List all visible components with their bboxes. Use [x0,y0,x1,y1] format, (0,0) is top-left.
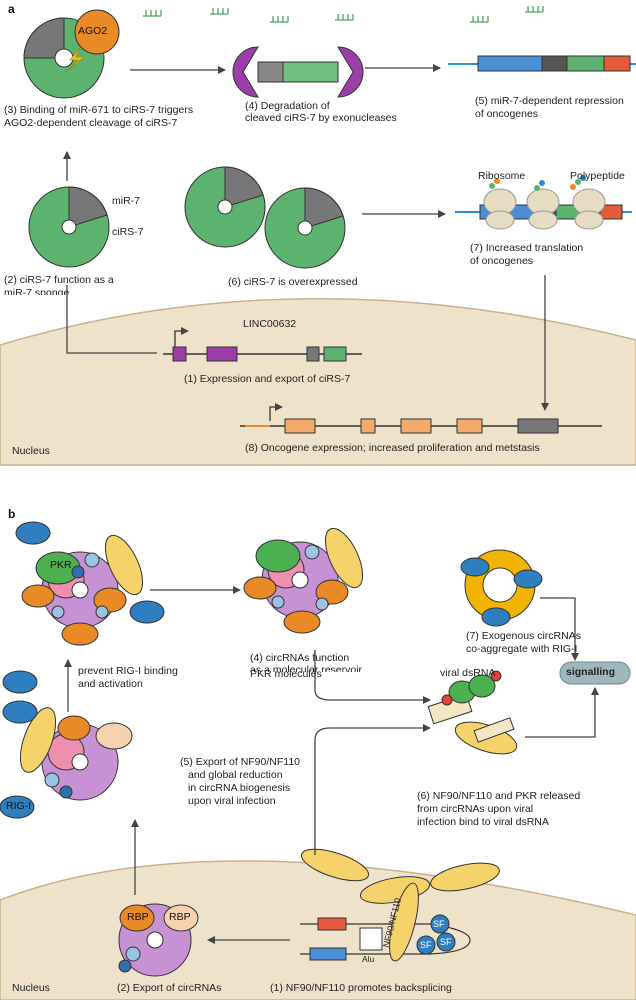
exogenous-circrna [460,549,543,627]
nf90-protein [430,862,500,892]
b-step4b-label: as a molecular reservoir [250,664,363,672]
b-step6c-label: infection bind to viral dsRNA [417,816,549,828]
b-step7-label: (7) Exogenous circRNAs [466,630,581,642]
degrading-cirs7 [232,46,364,98]
pkr-free [129,600,165,624]
step2-label: (2) ciRS-7 function as a [4,274,114,286]
ribosome-label: Ribosome [478,170,526,182]
translating-mrna [455,175,632,230]
sf-label-3: SF [440,937,452,947]
pkr-label: PKR [50,559,72,571]
rbp-label-2: RBP [169,911,191,923]
panel-b-letter: b [8,507,16,521]
nucleus-b-label: Nucleus [12,982,50,994]
b-step3-label: prevent RIG-I binding [78,665,178,677]
panel-a-letter: a [8,2,15,16]
cleavage-bolt-icon [65,47,85,73]
step7b-label: of oncogenes [470,255,534,267]
oncogene-dna [240,403,602,434]
b-step1-label: (1) NF90/NF110 promotes backsplicing [270,982,452,994]
step7-label: (7) Increased translation [470,242,584,254]
b-step5c-label: in circRNA biogenesis [188,782,291,794]
mir7-label: miR-7 [112,195,140,207]
cirs7-sponge [28,186,110,268]
b-step6b-label: from circRNAs upon viral [417,803,534,815]
sf-label-1: SF [433,919,445,929]
nf90-protein [301,848,369,882]
step4b-label: cleaved ciRS-7 by exonucleases [245,112,397,124]
b-step5-label: (5) Export of NF90/NF110 [180,756,301,768]
step1-label: (1) Expression and export of ciRS-7 [184,373,351,385]
backsplicing-locus [300,882,471,962]
step3b-label: AGO2-dependent cleavage of ciRS-7 [4,117,178,129]
gene-label: LINC00632 [243,318,297,330]
signalling-node [559,661,631,685]
step2b-label: miR-7 sponge [4,287,70,295]
alu-label: Alu [362,954,375,964]
linc00632-gene [163,327,362,362]
step8-label: (8) Oncogene expression; increased proli… [245,442,540,454]
b-step2-label: (2) Export of circRNAs [117,982,222,994]
viral-dsrna-label: viral dsRNA [440,667,496,679]
b-step5d-label: upon viral infection [188,795,276,807]
cirs7-label: ciRS-7 [112,226,144,238]
b-step4-label: (4) circRNAs function [250,652,350,664]
b-step3b-label: and activation [78,678,143,690]
pkr-free [2,670,38,694]
arrows-panel-a [63,64,549,411]
sf-label-2: SF [420,940,432,950]
cirs7-overexpressed-1 [184,166,266,248]
circrna-complex-top-left [21,534,144,646]
pkr-free [15,521,51,545]
step4-label: (4) Degradation of [245,100,330,112]
nucleus-a-label: Nucleus [12,445,50,457]
step5-label: (5) miR-7-dependent repression [475,95,624,107]
oncogene-mrna-repressed [448,55,636,72]
rbp-label-1: RBP [127,911,149,923]
step6-label: (6) ciRS-7 is overexpressed [228,276,358,288]
arrows-panel-b [64,586,599,944]
step3-label: (3) Binding of miR-671 to ciRS-7 trigger… [4,104,194,116]
b-step7b-label: co-aggregate with RIG-I [466,643,578,655]
polypeptide-label: Polypeptide [570,170,625,182]
rigi-label: RIG-I [6,800,32,812]
ago2-protein [74,9,120,55]
cirs7-overexpressed-2 [264,187,346,269]
ago2-label: AGO2 [78,25,108,37]
b-step5b-label: and global reduction [188,769,283,781]
b-step4c-label: PKR molecules [250,668,322,680]
pkr-free [2,700,38,724]
b-step6-label: (6) NF90/NF110 and PKR released [417,790,581,802]
viral-dsrna-pkr [427,670,502,725]
mir7-molecules [143,6,544,23]
circrna-complex-rigi [19,707,133,801]
viral-dsrna-nf90 [454,717,518,755]
signalling-label: signalling [566,666,616,678]
rigi-protein [0,795,35,819]
step5b-label: of oncogenes [475,108,539,120]
exported-circrna [118,903,199,977]
circrna-complex-reservoir [243,527,364,634]
